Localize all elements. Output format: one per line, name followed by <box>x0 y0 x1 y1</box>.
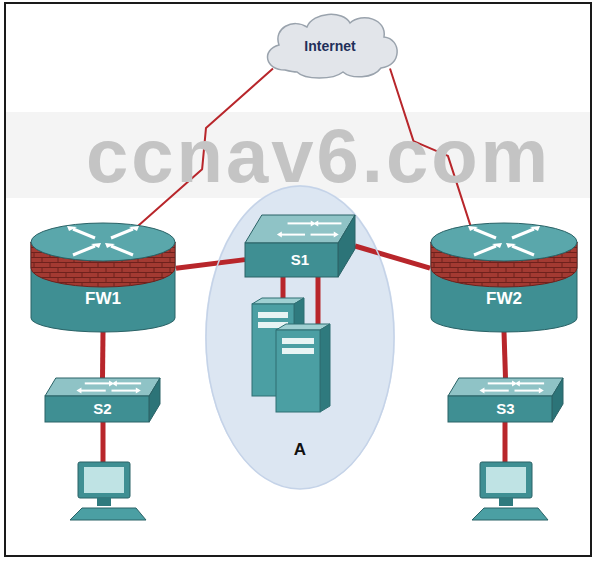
node-label: Internet <box>304 38 355 54</box>
node-label: FW1 <box>85 289 121 309</box>
watermark: ccnav6.com <box>86 112 551 199</box>
node-label: A <box>294 440 306 460</box>
server-tower <box>276 324 330 412</box>
switch-icon: S1 <box>245 215 355 277</box>
ethernet-link <box>504 332 506 378</box>
node-label: S1 <box>291 251 309 268</box>
pc-icon <box>70 462 146 520</box>
switch-icon: S2 <box>45 378 160 422</box>
switch-icon: S3 <box>448 378 563 422</box>
pc-wire <box>101 420 106 462</box>
frame-border <box>5 3 591 556</box>
firewall-router-shape <box>430 222 578 332</box>
zone-fill <box>205 185 395 489</box>
ethernet-link <box>100 332 106 378</box>
internet-cloud: Internet <box>255 8 405 80</box>
node-label: S3 <box>496 400 514 417</box>
firewall-router: FW2 <box>430 222 578 332</box>
server-wire <box>316 276 321 326</box>
ethernet-link <box>355 246 430 268</box>
node-label: S2 <box>93 400 111 417</box>
firewall-router-shape <box>30 222 176 332</box>
watermark-band <box>6 112 590 198</box>
pc-icon <box>472 462 548 520</box>
ethernet-link <box>176 260 245 269</box>
firewall-router: FW1 <box>30 222 176 332</box>
network-zone: A S1 <box>205 185 395 490</box>
node-label: FW2 <box>486 289 522 309</box>
pc-wire <box>503 420 508 462</box>
